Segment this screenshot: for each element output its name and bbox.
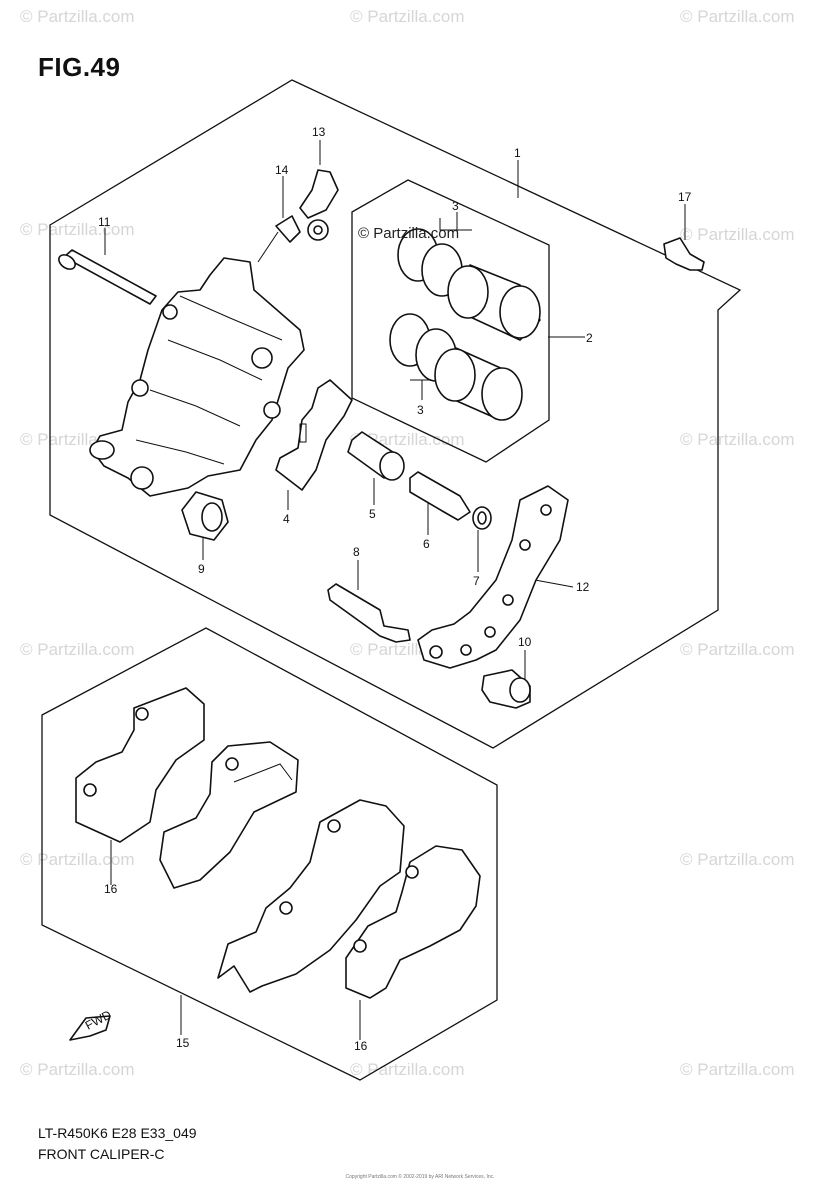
bolt-17: [663, 237, 705, 271]
watermark-text: © Partzilla.com: [680, 850, 795, 869]
fwd-arrow-icon: FWD: [69, 1007, 114, 1041]
slide-pin-11: [58, 249, 157, 305]
callout-4: 4: [283, 512, 290, 526]
watermark-layer: © Partzilla.com © Partzilla.com © Partzi…: [20, 7, 795, 1079]
watermark-text: © Partzilla.com: [350, 7, 465, 26]
watermark-text: © Partzilla.com: [20, 640, 135, 659]
callout-17: 17: [678, 190, 692, 204]
callout-3-lower: 3: [417, 403, 424, 417]
center-watermark: © Partzilla.com: [358, 225, 459, 242]
watermark-text: © Partzilla.com: [680, 225, 795, 244]
callout-7: 7: [473, 574, 480, 588]
callout-16-lower: 16: [354, 1039, 368, 1053]
brake-pad-16-upper: [75, 687, 205, 843]
callout-8: 8: [353, 545, 360, 559]
brake-pad-backing-upper: [159, 741, 299, 889]
caliper-assembly-outline: [49, 79, 742, 749]
callout-5: 5: [369, 507, 376, 521]
watermark-text: © Partzilla.com: [680, 1060, 795, 1079]
bleeder-screw-13: [299, 169, 339, 241]
sleeve-10: [481, 669, 531, 709]
pin-8: [327, 583, 411, 643]
watermark-text: © Partzilla.com: [20, 220, 135, 239]
brake-pad-backing-lower: [217, 799, 405, 993]
watermark-text: © Partzilla.com: [350, 1060, 465, 1079]
callout-labels: 1 2 3 3 4 5 6 7 8 9 10 11 12 13 14 15 16…: [98, 125, 692, 1053]
brake-pad-set-outline: [41, 627, 498, 1081]
callout-14: 14: [275, 163, 289, 177]
callout-6: 6: [423, 537, 430, 551]
callout-11: 11: [98, 215, 111, 229]
callout-12: 12: [576, 580, 590, 594]
bleeder-cap-14: [275, 215, 301, 243]
caliper-body: [89, 257, 305, 497]
model-code: LT-R450K6 E28 E33_049: [38, 1125, 197, 1141]
brake-pad-16-lower: [345, 845, 481, 999]
watermark-text: © Partzilla.com: [680, 430, 795, 449]
watermark-text: © Partzilla.com: [680, 7, 795, 26]
bracket-12: [417, 485, 569, 669]
callout-2: 2: [586, 331, 593, 345]
piston-kit-outline: [351, 179, 550, 463]
callout-13: 13: [312, 125, 326, 139]
callout-16-upper: 16: [104, 882, 118, 896]
watermark-text: © Partzilla.com: [20, 850, 135, 869]
watermark-text: © Partzilla.com: [20, 7, 135, 26]
pin-sleeve-5: [347, 431, 405, 481]
callout-15: 15: [176, 1036, 190, 1050]
copyright-notice: Copyright Partzilla.com © 2002-2019 by A…: [345, 1174, 495, 1180]
figure-caption: FRONT CALIPER-C: [38, 1146, 165, 1162]
callout-9: 9: [198, 562, 205, 576]
bolt-6: [409, 471, 471, 521]
callout-3-upper: 3: [452, 199, 459, 213]
watermark-text: © Partzilla.com: [680, 640, 795, 659]
callout-1: 1: [514, 146, 521, 160]
piston-lower: [389, 313, 523, 421]
figure-title: FIG.49: [38, 52, 121, 82]
leader-lines: [104, 140, 686, 1040]
watermark-text: © Partzilla.com: [20, 1060, 135, 1079]
boot-9: [181, 491, 229, 541]
washer-7: [472, 506, 492, 530]
callout-10: 10: [518, 635, 532, 649]
piston-upper: [397, 228, 541, 341]
pad-spring-4: [275, 379, 353, 491]
